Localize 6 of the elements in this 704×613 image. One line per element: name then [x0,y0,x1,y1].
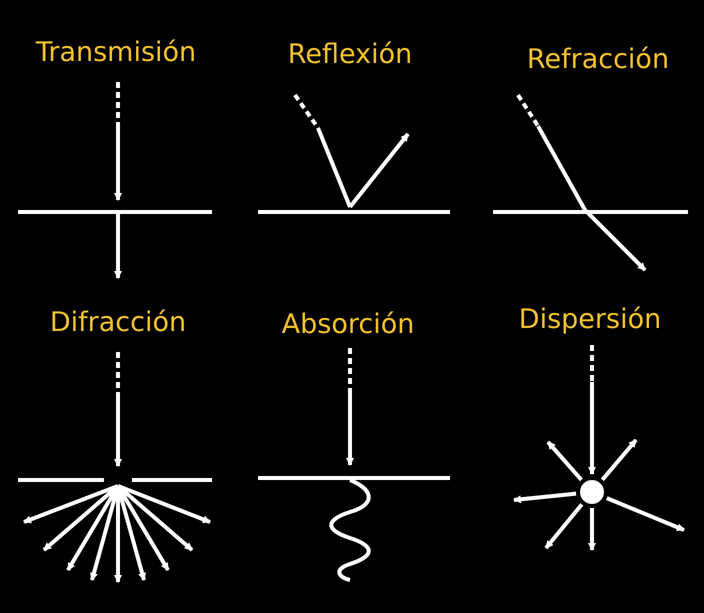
phenomenon-title: Transmisión [36,38,196,68]
phenomenon-title: Dispersión [518,305,662,335]
phenomenon-title: Refracción [526,45,670,75]
phenomenon-title: Absorción [282,310,414,340]
phenomenon-title: Difracción [50,308,186,338]
phenomenon-title: Reflexión [288,40,412,70]
